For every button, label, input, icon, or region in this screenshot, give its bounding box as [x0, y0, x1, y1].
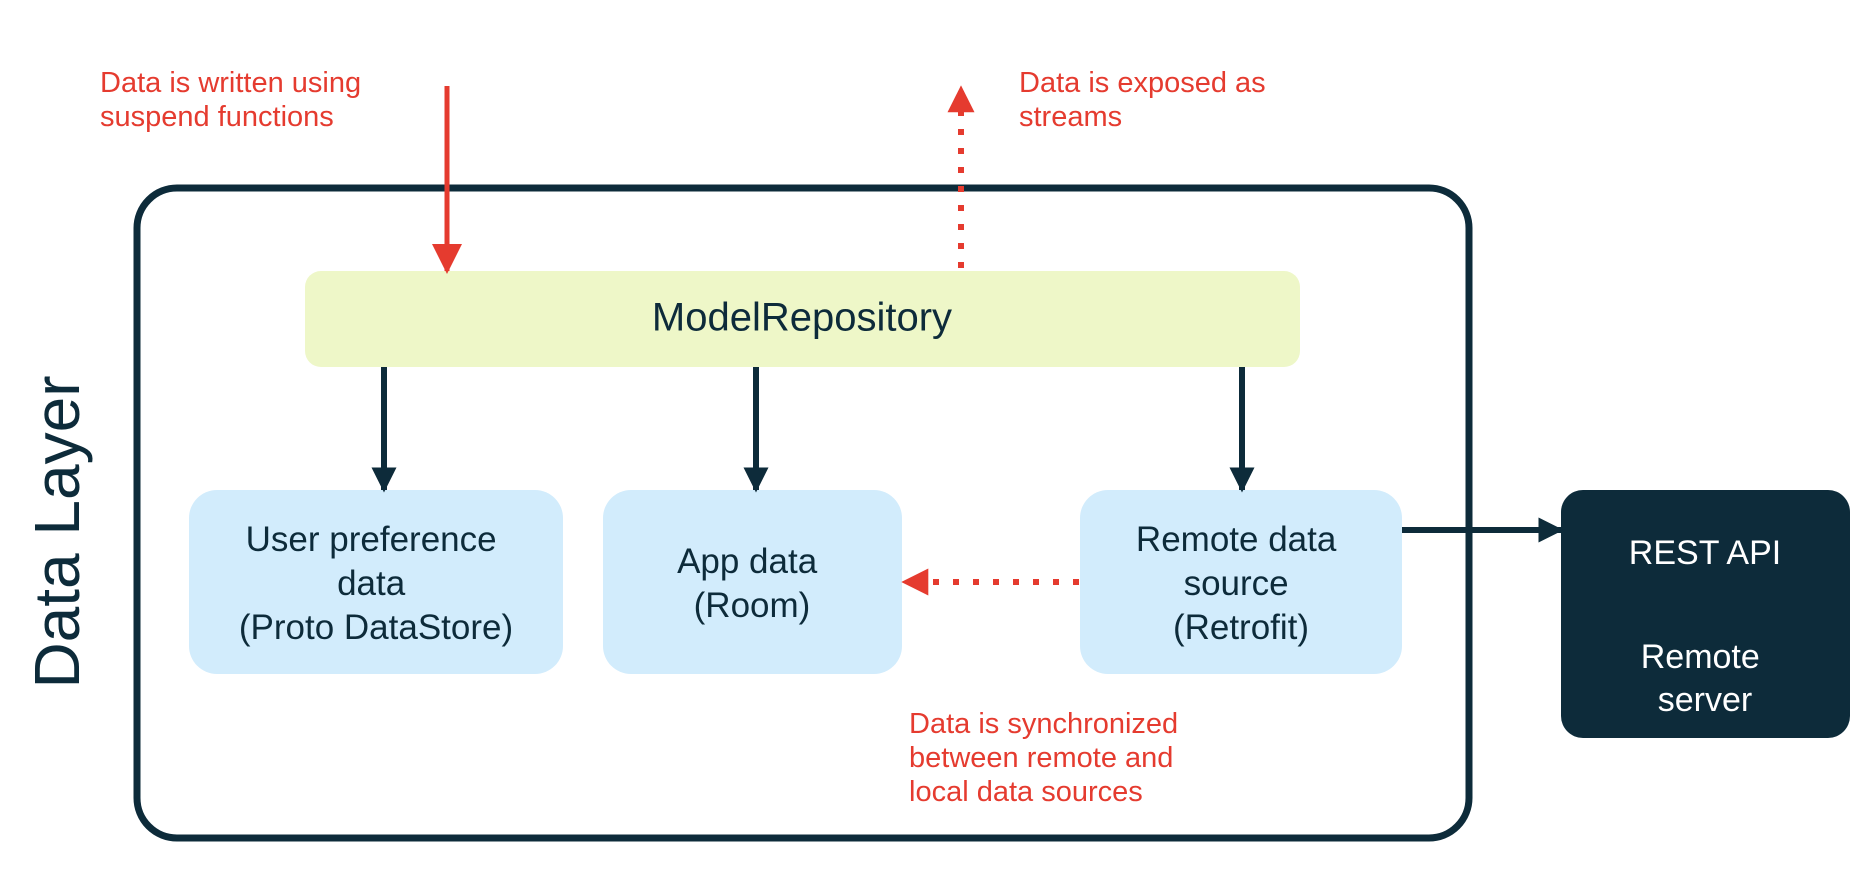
layer-label: Data Layer	[21, 375, 93, 688]
app-data-box	[603, 490, 902, 674]
model-repository-label: ModelRepository	[652, 296, 952, 340]
data-layer-boundary	[133, 184, 1473, 842]
remote-server-box	[1561, 490, 1850, 738]
remote-data-source-box	[1080, 490, 1402, 674]
remote-data-source-label: Remote data source (Retrofit)	[1136, 520, 1346, 647]
user-preference-data-label: User preference data (Proto DataStore)	[239, 520, 513, 647]
annotation-data-exposed: Data is exposed as streams	[1019, 67, 1274, 133]
remote-server-label: Remote server	[1641, 638, 1770, 719]
rest-api-label: REST API	[1629, 534, 1781, 572]
annotation-data-synchronized: Data is synchronized between remote and …	[909, 708, 1186, 808]
app-data-label: App data (Room)	[677, 542, 827, 625]
model-repository-box	[305, 271, 1300, 367]
user-preference-data-box	[189, 490, 563, 674]
annotation-data-written: Data is written using suspend functions	[100, 67, 369, 133]
